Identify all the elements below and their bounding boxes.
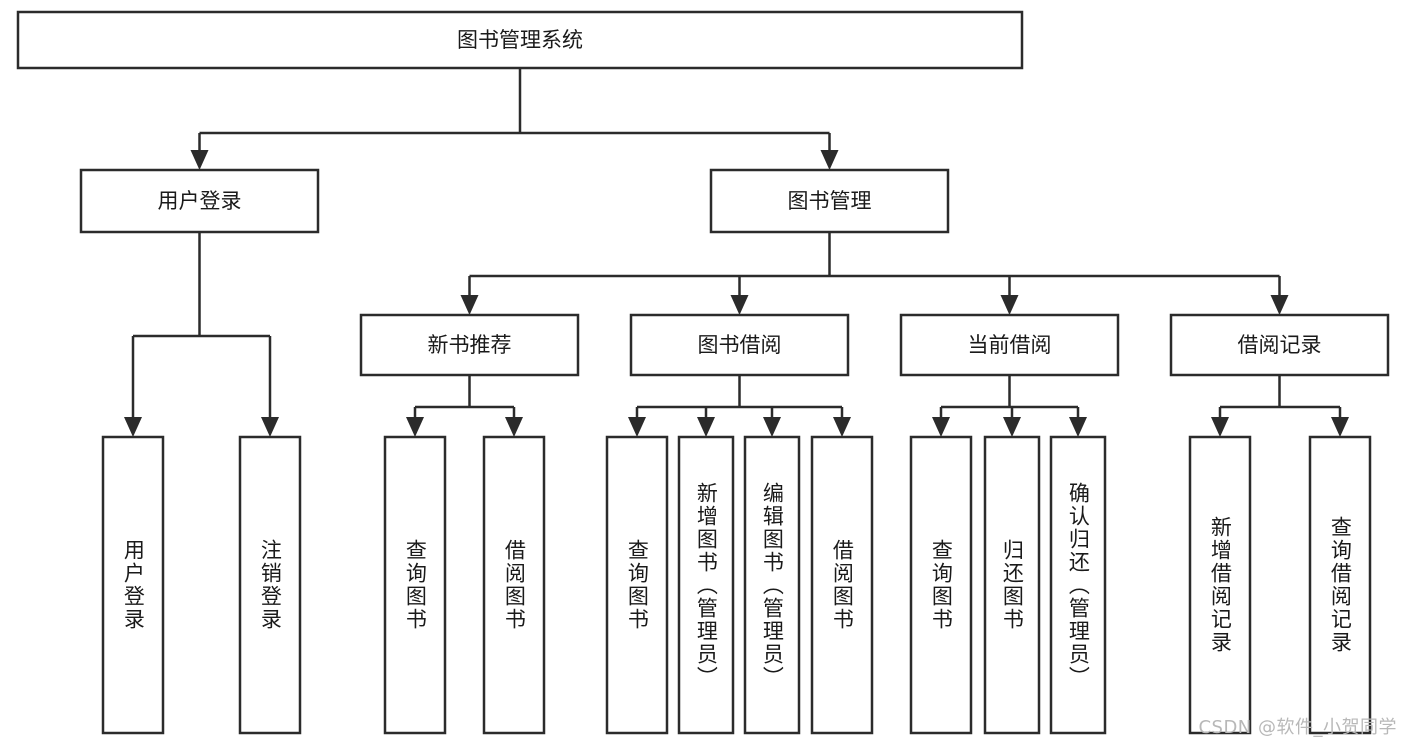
node-user-login[interactable] [79, 168, 320, 234]
node-label-current-borrow: 当前借阅 [968, 333, 1052, 357]
node-label-user-login: 用户登录 [158, 189, 242, 213]
node-label-root: 图书管理系统 [457, 28, 583, 52]
node-leaf-add-book[interactable] [677, 435, 735, 735]
arrow-to-leaf-add-book [697, 417, 715, 437]
arrow-to-leaf-query-book-2 [628, 417, 646, 437]
node-leaf-return-book[interactable] [983, 435, 1041, 735]
node-book-borrow[interactable] [629, 313, 850, 377]
node-leaf-borrow-book-2[interactable] [810, 435, 874, 735]
arrow-to-leaf-confirm-return [1069, 417, 1087, 437]
arrow-to-book-manage [820, 150, 839, 170]
node-label-new-book-rec: 新书推荐 [428, 333, 512, 357]
node-new-book-rec[interactable] [359, 313, 580, 377]
arrow-to-user-login [190, 150, 209, 170]
node-root[interactable] [16, 10, 1024, 70]
arrow-to-leaf-query-book-3 [932, 417, 950, 437]
watermark-text: CSDN @软件_小贺同学 [1198, 717, 1397, 738]
node-leaf-query-book-1[interactable] [383, 435, 447, 735]
arrow-to-leaf-query-record [1331, 417, 1349, 437]
node-leaf-user-login[interactable] [101, 435, 165, 735]
node-leaf-query-book-2[interactable] [605, 435, 669, 735]
node-leaf-query-book-3[interactable] [909, 435, 973, 735]
node-book-manage[interactable] [709, 168, 950, 234]
node-leaf-logout[interactable] [238, 435, 302, 735]
arrow-to-leaf-return-book [1003, 417, 1021, 437]
arrow-to-borrow-record [1270, 295, 1289, 315]
node-leaf-confirm-return[interactable] [1049, 435, 1107, 735]
arrow-to-leaf-edit-book [763, 417, 781, 437]
node-leaf-borrow-book-1[interactable] [482, 435, 546, 735]
node-borrow-record[interactable] [1169, 313, 1390, 377]
arrow-to-leaf-borrow-book-1 [505, 417, 523, 437]
boxes-layer [16, 10, 1390, 735]
connectors-layer [124, 68, 1349, 437]
arrow-to-leaf-logout [261, 417, 279, 437]
node-label-borrow-record: 借阅记录 [1238, 333, 1322, 357]
node-leaf-query-record[interactable] [1308, 435, 1372, 735]
arrow-to-leaf-add-record [1211, 417, 1229, 437]
arrow-to-leaf-borrow-book-2 [833, 417, 851, 437]
node-leaf-add-record[interactable] [1188, 435, 1252, 735]
arrow-to-current-borrow [1000, 295, 1019, 315]
node-label-book-borrow: 图书借阅 [698, 333, 782, 357]
node-current-borrow[interactable] [899, 313, 1120, 377]
arrow-to-leaf-user-login [124, 417, 142, 437]
node-leaf-edit-book[interactable] [743, 435, 801, 735]
node-label-book-manage: 图书管理 [788, 189, 872, 213]
arrow-to-leaf-query-book-1 [406, 417, 424, 437]
arrow-to-new-book-rec [460, 295, 479, 315]
arrow-to-book-borrow [730, 295, 749, 315]
